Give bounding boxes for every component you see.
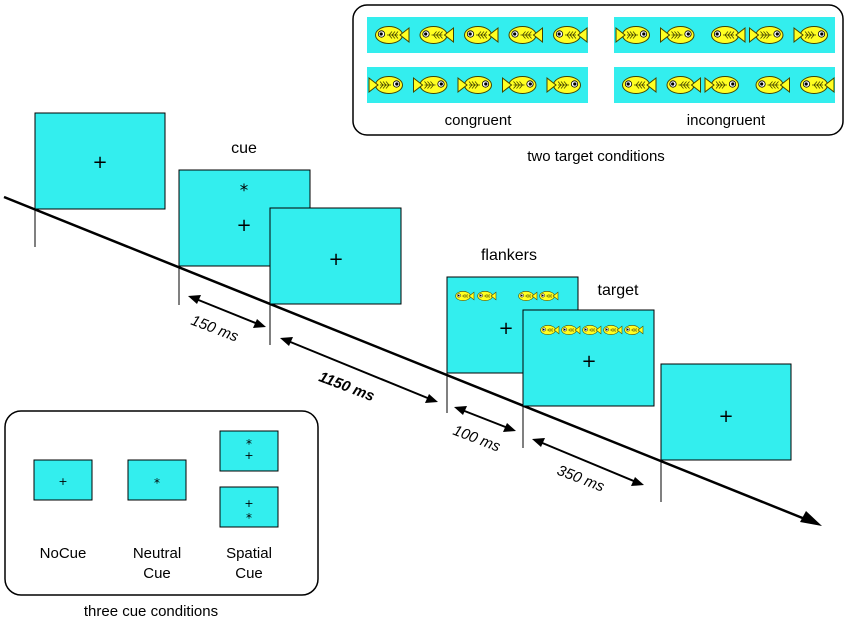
fixation-screen-1: +	[34, 112, 166, 247]
fixation-screen-2: +	[269, 207, 402, 345]
fixation-cross: +	[244, 497, 253, 510]
spatial-cue-label-line2: Cue	[235, 565, 263, 582]
target-label: target	[598, 282, 639, 299]
fixation-cross: +	[498, 318, 513, 339]
target-screen: +	[522, 309, 655, 448]
fixation-cross: +	[236, 215, 251, 236]
fixation-cross: +	[92, 152, 107, 173]
fixation-cross: +	[244, 449, 253, 462]
arrowhead-icon	[800, 511, 822, 526]
fixation-cross: +	[581, 351, 596, 372]
no-cue-screen: +	[33, 459, 93, 501]
flankers-label: flankers	[481, 247, 537, 264]
cue-conditions-panel: + * * + + * NoCue Neutral Cue Spatial Cu…	[4, 410, 319, 596]
cue-asterisk: *	[154, 476, 160, 490]
neutral-cue-screen: *	[127, 459, 187, 501]
fixation-cross: +	[718, 406, 733, 427]
target-conditions-caption: two target conditions	[527, 148, 665, 165]
cue-asterisk: *	[246, 437, 252, 451]
duration-arrow-cue	[188, 295, 266, 328]
incongruent-label: incongruent	[687, 112, 766, 129]
fixation-cross: +	[58, 475, 67, 488]
cue-asterisk: *	[240, 181, 249, 201]
cue-duration: 150 ms	[189, 312, 241, 346]
no-cue-label: NoCue	[40, 545, 87, 562]
cue-label: cue	[231, 140, 257, 157]
spatial-cue-label-line1: Spatial	[226, 545, 272, 562]
fixation-screen-3: +	[660, 363, 792, 502]
duration-arrow-fixation	[280, 337, 438, 403]
cue-conditions-caption: three cue conditions	[84, 603, 218, 620]
cue-asterisk: *	[246, 511, 252, 525]
neutral-cue-label-line2: Cue	[143, 565, 171, 582]
congruent-label: congruent	[445, 112, 513, 129]
target-conditions-panel: congruent incongruent	[352, 4, 844, 136]
flankers-duration: 100 ms	[451, 422, 503, 456]
duration-arrow-flankers	[454, 406, 516, 432]
duration-arrow-target	[532, 438, 644, 486]
timeline-line	[3, 195, 806, 521]
spatial-cue-bottom-screen: + *	[219, 486, 279, 528]
spatial-cue-top-screen: * +	[219, 430, 279, 472]
fixation-cross: +	[328, 249, 343, 270]
neutral-cue-label-line1: Neutral	[133, 545, 181, 562]
